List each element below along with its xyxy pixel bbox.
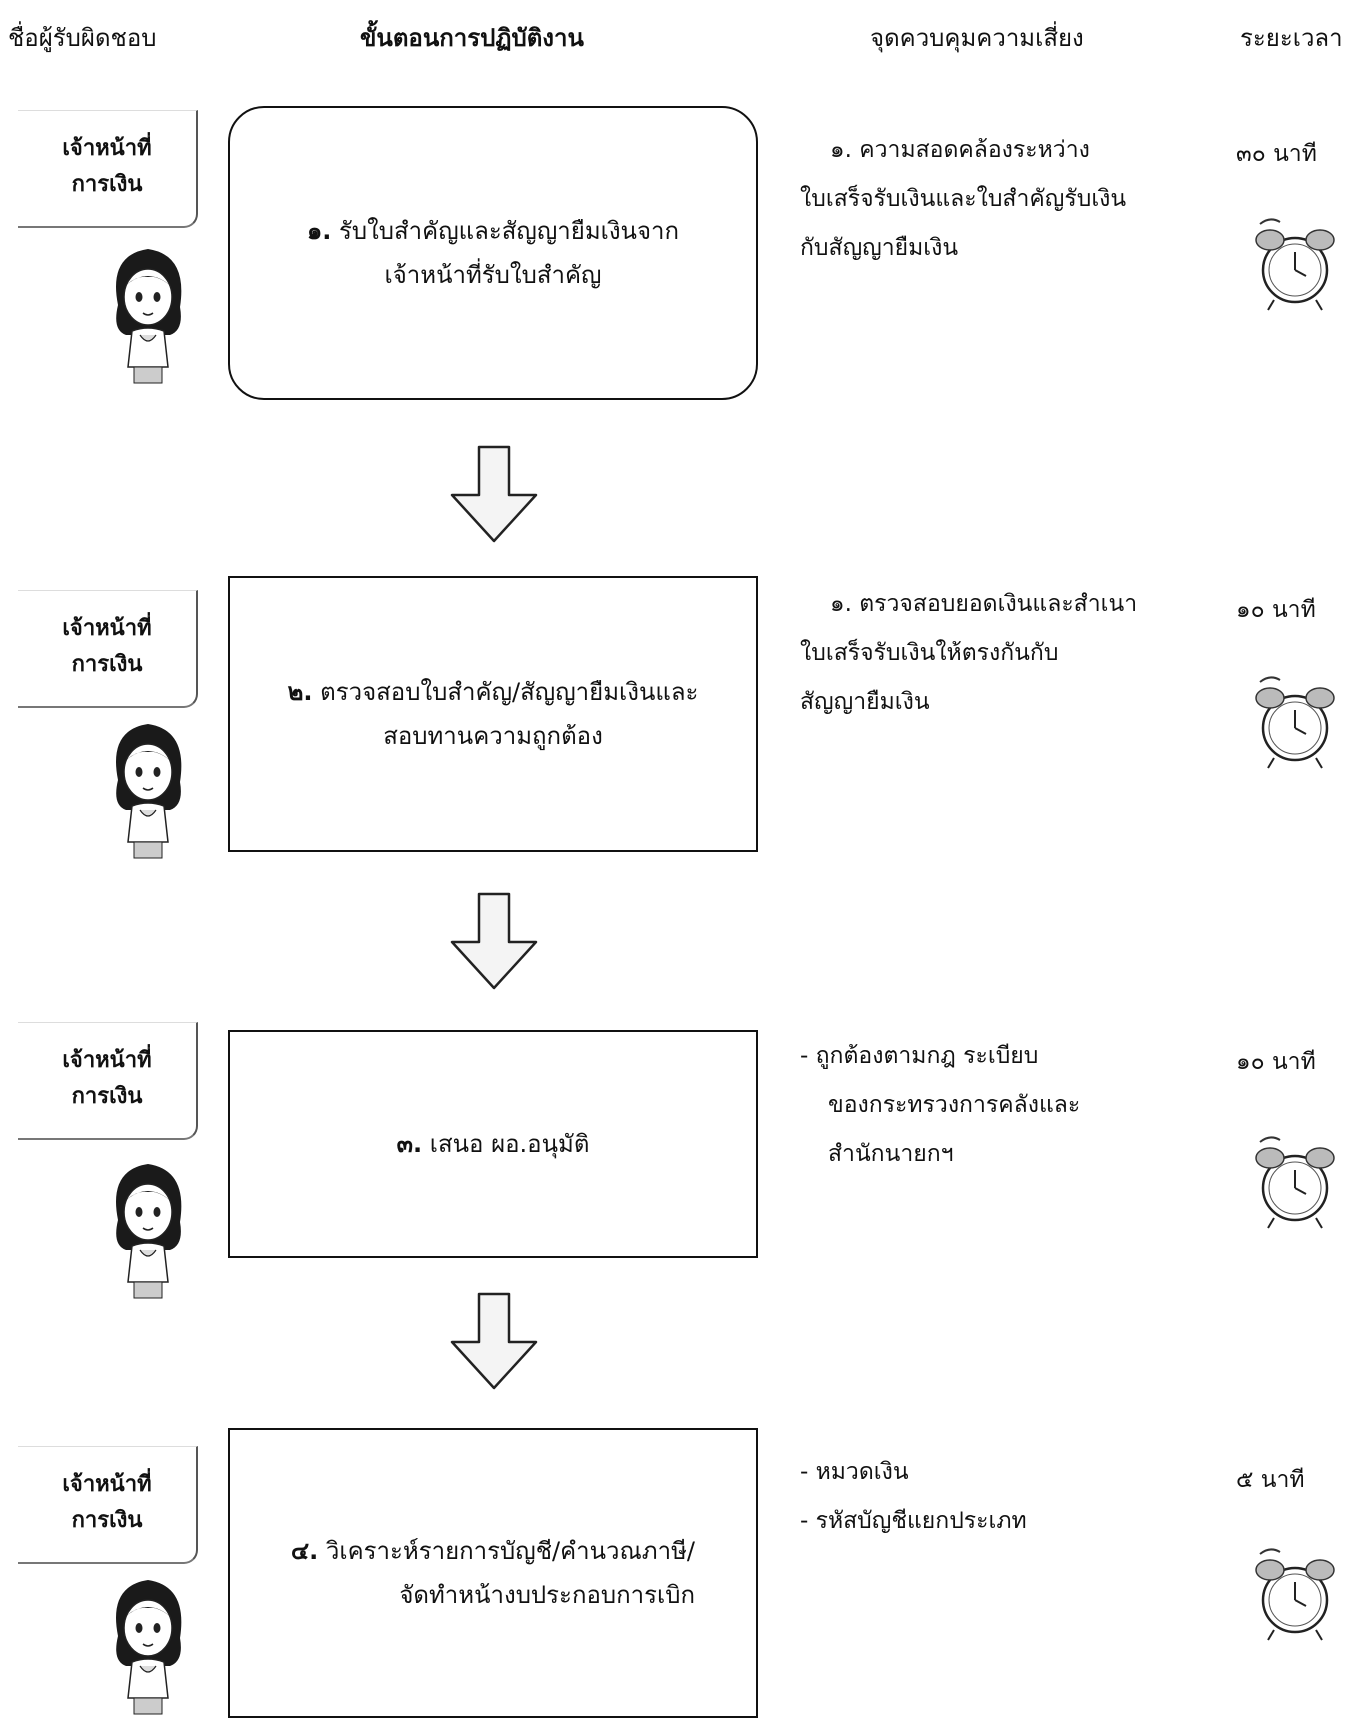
control-line: - รหัสบัญชีแยกประเภท <box>800 1508 1027 1534</box>
risk-control-3: - ถูกต้องตามกฎ ระเบียบ ของกระทรวงการคลัง… <box>800 1032 1200 1179</box>
step-number: ๓. <box>396 1130 423 1158</box>
alarm-clock-icon <box>1254 676 1336 770</box>
alarm-clock-icon <box>1254 218 1336 312</box>
step-box-1: ๑. รับใบสำคัญและสัญญายืมเงินจาก เจ้าหน้า… <box>228 106 758 400</box>
down-arrow-icon <box>450 1292 538 1390</box>
role-line-1: เจ้าหน้าที่ <box>62 616 152 641</box>
control-line: ของกระทรวงการคลังและ <box>828 1092 1081 1118</box>
control-line: ๑. ตรวจสอบยอดเงินและสำเนา <box>830 591 1138 617</box>
control-line: - ถูกต้องตามกฎ ระเบียบ <box>800 1043 1039 1069</box>
role-line-2: การเงิน <box>71 652 143 677</box>
header-duration: ระยะเวลา <box>1240 24 1343 52</box>
control-line: - หมวดเงิน <box>800 1459 909 1485</box>
step-text-line-1: ตรวจสอบใบสำคัญ/สัญญายืมเงินและ <box>320 678 699 706</box>
down-arrow-icon <box>450 445 538 543</box>
control-line: กับสัญญายืมเงิน <box>800 235 959 261</box>
duration-3: ๑๐ นาที <box>1236 1049 1316 1075</box>
staff-avatar-icon <box>115 1163 183 1299</box>
step-text-line-1: วิเคราะห์รายการบัญชี/คำนวณภาษี/ <box>325 1537 695 1565</box>
role-line-2: การเงิน <box>71 172 143 197</box>
step-text-line-2: สอบทานความถูกต้อง <box>383 722 603 750</box>
role-line-1: เจ้าหน้าที่ <box>62 136 152 161</box>
duration-2: ๑๐ นาที <box>1236 597 1316 623</box>
control-line: ๑. ความสอดคล้องระหว่าง <box>830 137 1090 163</box>
role-line-1: เจ้าหน้าที่ <box>62 1472 152 1497</box>
step-box-3: ๓. เสนอ ผอ.อนุมัติ <box>228 1030 758 1258</box>
alarm-clock-icon <box>1254 1136 1336 1230</box>
role-line-2: การเงิน <box>71 1084 143 1109</box>
duration-1: ๓๐ นาที <box>1236 141 1317 167</box>
staff-avatar-icon <box>115 1579 183 1715</box>
step-text-line-1: รับใบสำคัญและสัญญายืมเงินจาก <box>338 217 680 245</box>
role-line-2: การเงิน <box>71 1508 143 1533</box>
alarm-clock-icon <box>1254 1548 1336 1642</box>
control-line: ใบเสร็จรับเงินให้ตรงกันกับ <box>800 640 1059 666</box>
responsible-role-4: เจ้าหน้าที่ การเงิน <box>18 1446 198 1564</box>
step-box-2: ๒. ตรวจสอบใบสำคัญ/สัญญายืมเงินและ สอบทาน… <box>228 576 758 852</box>
step-number: ๔. <box>290 1537 319 1565</box>
header-risk-control: จุดควบคุมความเสี่ยง <box>870 24 1084 52</box>
staff-avatar-icon <box>115 723 183 859</box>
role-line-1: เจ้าหน้าที่ <box>62 1048 152 1073</box>
step-text-line-2: เจ้าหน้าที่รับใบสำคัญ <box>384 261 602 289</box>
step-text-line-1: เสนอ ผอ.อนุมัติ <box>429 1130 590 1158</box>
control-line: สัญญายืมเงิน <box>800 689 930 715</box>
responsible-role-2: เจ้าหน้าที่ การเงิน <box>18 590 198 708</box>
duration-4: ๕ นาที <box>1236 1467 1305 1493</box>
staff-avatar-icon <box>115 248 183 384</box>
control-line: ใบเสร็จรับเงินและใบสำคัญรับเงิน <box>800 186 1127 212</box>
risk-control-4: - หมวดเงิน - รหัสบัญชีแยกประเภท <box>800 1448 1200 1546</box>
header-steps: ขั้นตอนการปฏิบัติงาน <box>360 24 584 52</box>
responsible-role-3: เจ้าหน้าที่ การเงิน <box>18 1022 198 1140</box>
responsible-role-1: เจ้าหน้าที่ การเงิน <box>18 110 198 228</box>
step-number: ๑. <box>306 217 332 245</box>
risk-control-1: ๑. ความสอดคล้องระหว่าง ใบเสร็จรับเงินและ… <box>800 126 1200 273</box>
control-line: สำนักนายกฯ <box>828 1141 954 1167</box>
down-arrow-icon <box>450 892 538 990</box>
step-number: ๒. <box>287 678 313 706</box>
header-responsible: ชื่อผู้รับผิดชอบ <box>8 24 157 52</box>
step-text-line-2: จัดทำหน้างบประกอบการเบิก <box>399 1581 695 1609</box>
step-box-4: ๔. วิเคราะห์รายการบัญชี/คำนวณภาษี/ จัดทำ… <box>228 1428 758 1718</box>
risk-control-2: ๑. ตรวจสอบยอดเงินและสำเนา ใบเสร็จรับเงิน… <box>800 580 1200 727</box>
